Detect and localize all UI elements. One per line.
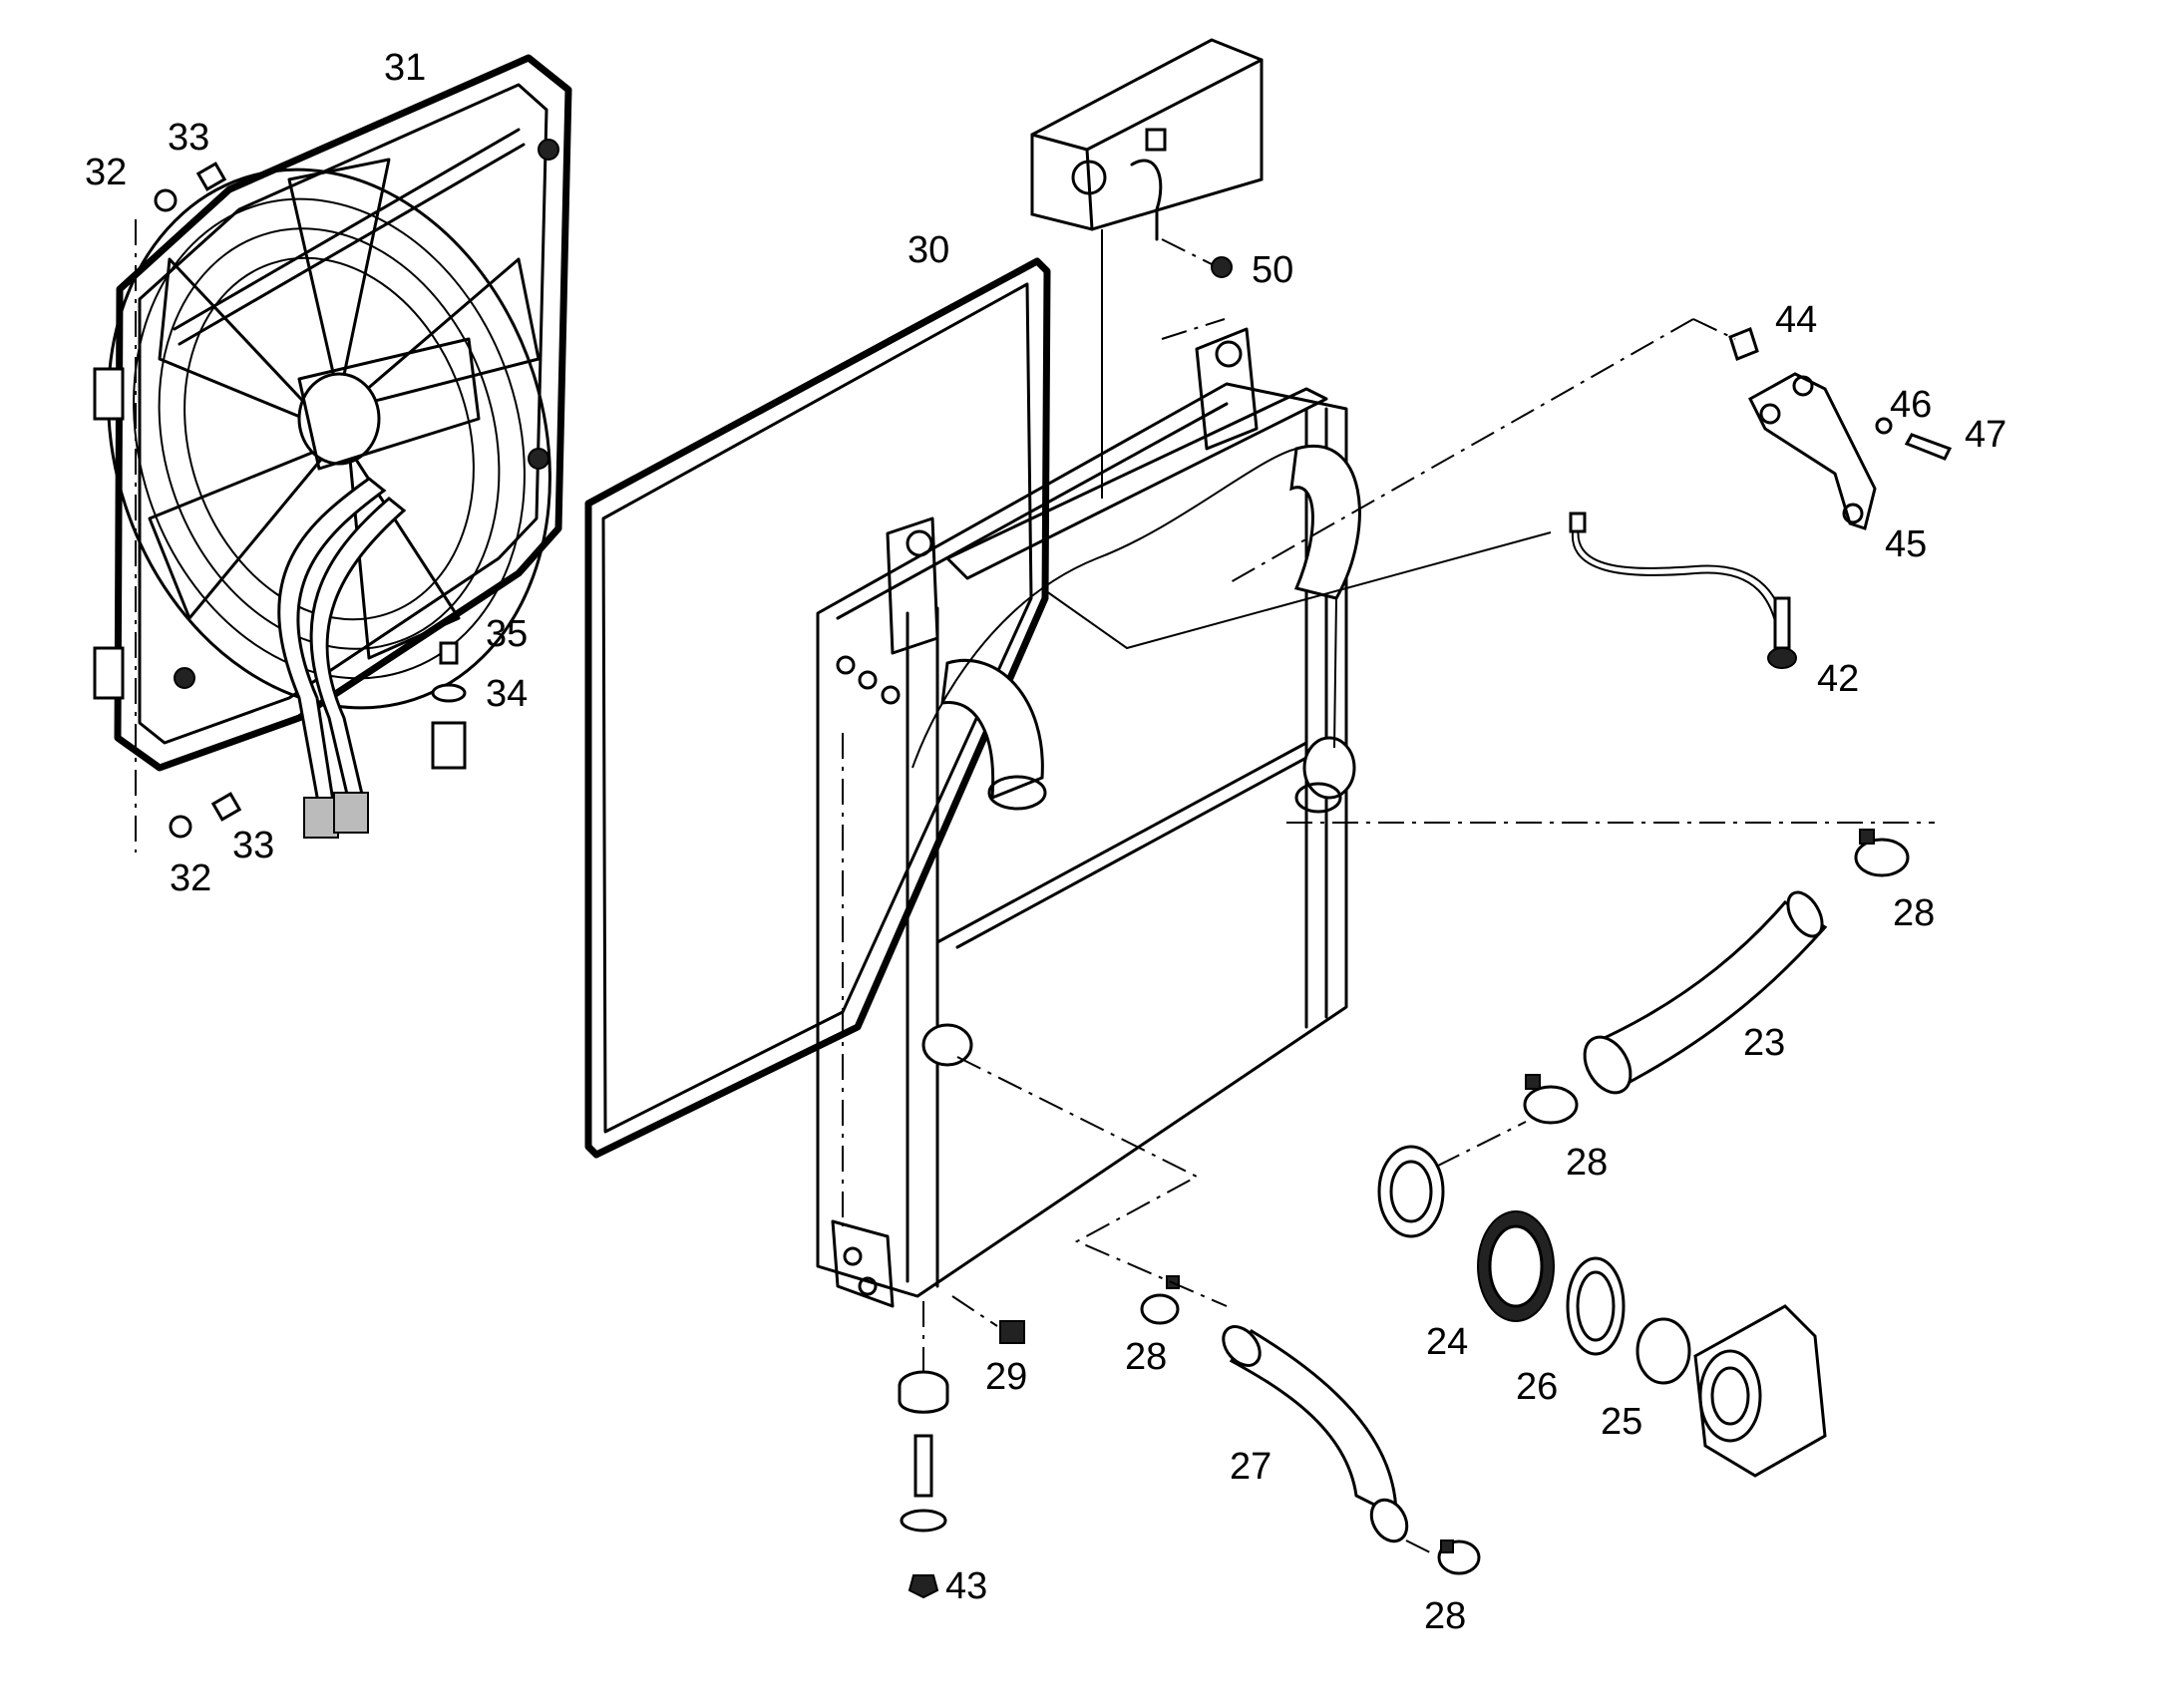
- fan-assembly: [93, 54, 572, 839]
- label-28-left: 28: [1125, 1336, 1167, 1378]
- label-45: 45: [1885, 523, 1927, 565]
- hose-27: [956, 1056, 1481, 1575]
- sensor-cable: [1041, 512, 1797, 669]
- label-34: 34: [486, 673, 528, 715]
- label-28-bottom: 28: [1424, 1595, 1466, 1637]
- label-25: 25: [1601, 1401, 1642, 1443]
- label-47: 47: [1965, 414, 2006, 456]
- label-44: 44: [1775, 299, 1817, 341]
- part-labels: 31 33 32 30 50 44 46 47 45 35 34 42 33 3…: [85, 47, 2006, 1637]
- label-32-top: 32: [85, 152, 127, 193]
- label-29: 29: [985, 1356, 1027, 1398]
- label-43: 43: [945, 1565, 987, 1607]
- label-27: 27: [1230, 1446, 1272, 1488]
- radiator-core: [816, 327, 1361, 1308]
- label-33-top: 33: [168, 117, 209, 159]
- label-31: 31: [384, 47, 426, 89]
- hose-23: [1286, 822, 1935, 1125]
- label-28-mid: 28: [1566, 1142, 1608, 1184]
- label-24: 24: [1426, 1321, 1468, 1363]
- label-32-bottom: 32: [170, 857, 211, 899]
- pump-assembly: [1377, 1121, 1827, 1478]
- label-30: 30: [908, 229, 949, 271]
- label-42: 42: [1817, 658, 1859, 700]
- label-35: 35: [486, 613, 528, 655]
- label-28-right: 28: [1893, 892, 1935, 934]
- fan-fasteners: [135, 162, 467, 853]
- bottom-mount: [898, 1295, 1025, 1599]
- label-33-bottom: 33: [232, 825, 274, 866]
- label-26: 26: [1516, 1366, 1558, 1408]
- label-23: 23: [1743, 1022, 1785, 1064]
- leader-lines: [1161, 318, 1226, 340]
- label-50: 50: [1252, 249, 1293, 291]
- expansion-tank: [1030, 38, 1264, 499]
- label-46: 46: [1890, 384, 1932, 426]
- mount-bracket: [1228, 318, 1953, 584]
